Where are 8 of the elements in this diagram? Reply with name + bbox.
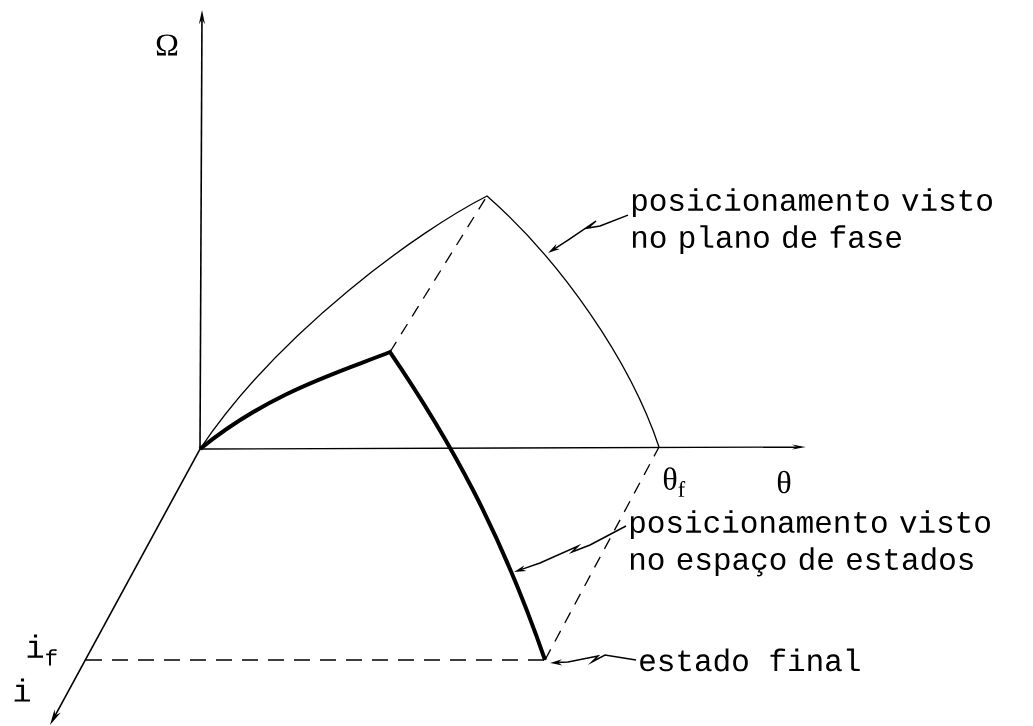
callout-text: estado final <box>640 648 860 672</box>
axis-label: θ <box>777 470 791 494</box>
axis-label: i$_{f}$ <box>27 634 57 666</box>
axis-label: Ω <box>156 34 178 56</box>
axis-label: θ$_{f}$ <box>663 467 686 497</box>
axis-label: i <box>14 678 30 702</box>
callout-text: posicionamento visto no espaço de estados <box>630 510 990 577</box>
callout-text: posicionamento visto no plano de fase <box>632 188 992 255</box>
